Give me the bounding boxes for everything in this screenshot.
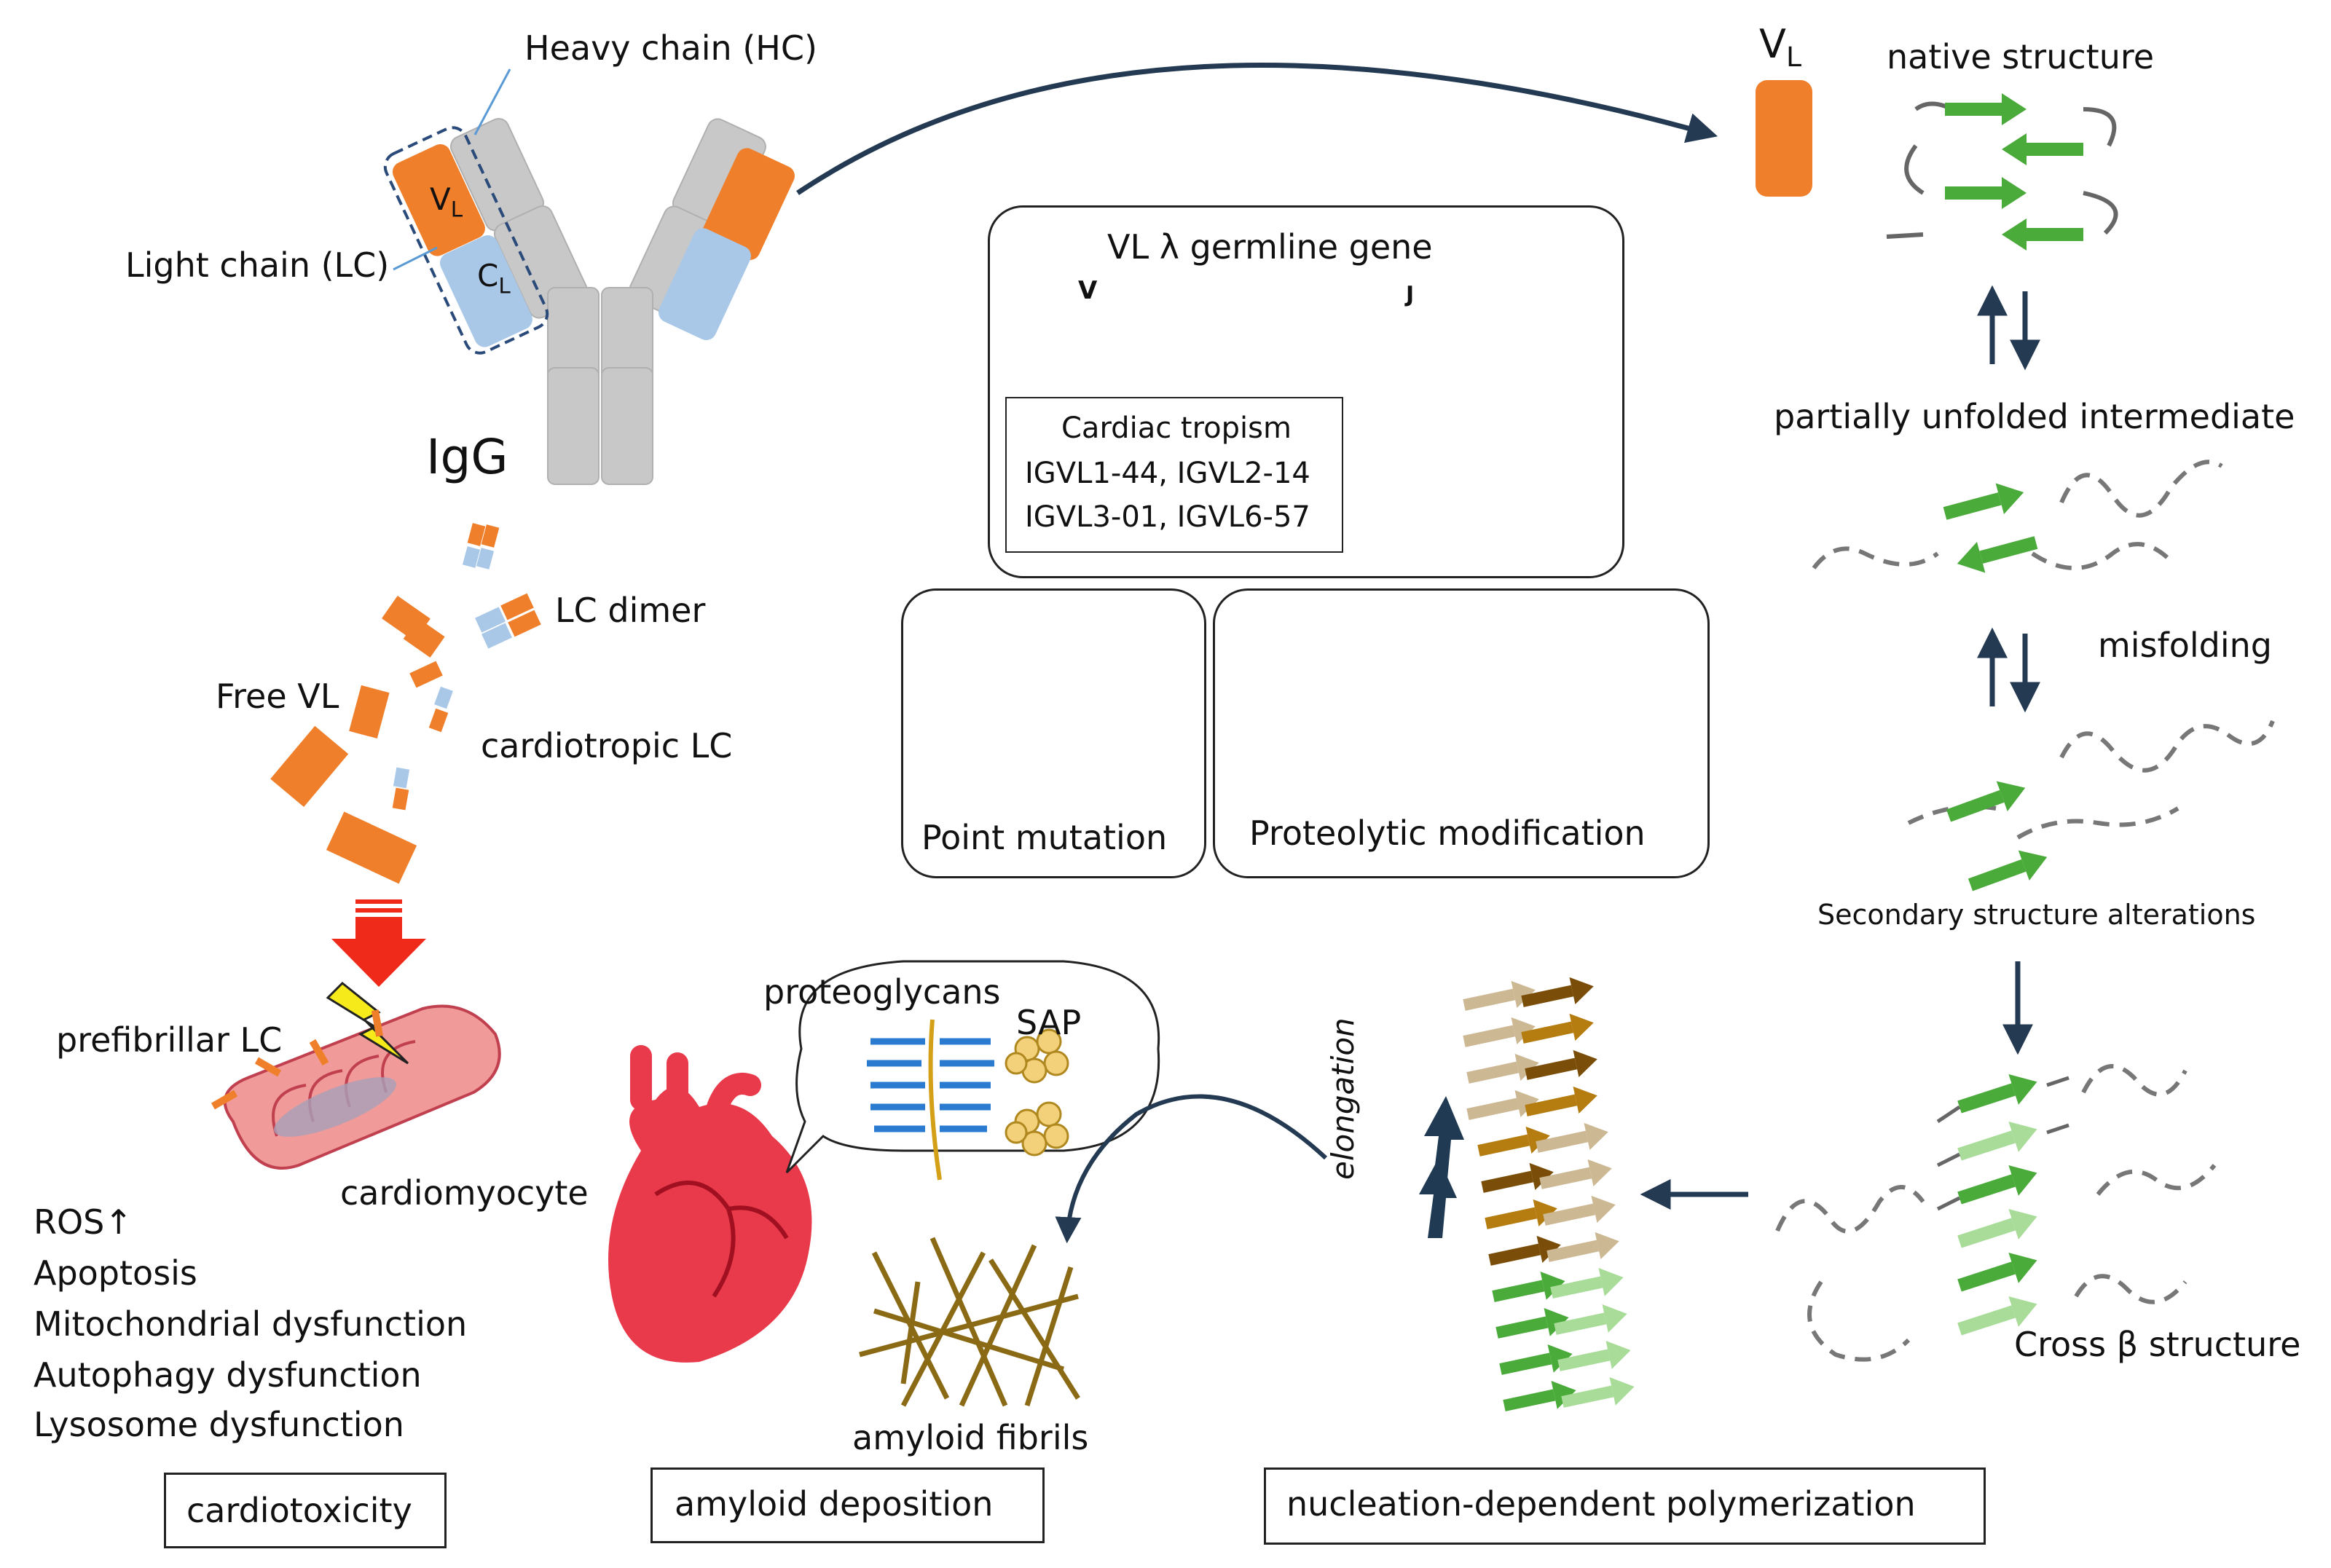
partially-unfolded-structure — [1812, 460, 2223, 580]
fibril-polymer — [1461, 972, 1638, 1420]
native-structure-label: native structure — [1887, 37, 2155, 76]
amyloid-fibrils-icon — [859, 1237, 1080, 1407]
red-down-arrow — [331, 899, 426, 987]
native-structure — [1886, 93, 2118, 251]
proteolytic-label: Proteolytic modification — [1249, 813, 1646, 853]
cross-beta-structure — [1775, 1064, 2217, 1362]
tropism-line1: IGVL1-44, IGVL2-14 — [1025, 457, 1310, 490]
effect-ros: ROS↑ — [34, 1202, 133, 1242]
secondary-structure — [1907, 720, 2275, 900]
cl-domain-left — [439, 235, 532, 347]
igg-molecule — [383, 68, 795, 485]
release-arrow — [796, 63, 1718, 195]
free-vl-label: Free VL — [216, 677, 339, 716]
tropism-line2: IGVL3-01, IGVL6-57 — [1025, 500, 1310, 534]
amyloid-deposition-label: amyloid deposition — [675, 1484, 994, 1524]
elongation-arrows — [1419, 1096, 1464, 1238]
germline-title: VL λ germline gene — [1107, 227, 1433, 267]
proteoglycans-label: proteoglycans — [763, 972, 1001, 1012]
nucleation-box: nucleation-dependent polymerization — [1264, 1467, 1986, 1545]
cardiac-tropism-box: Cardiac tropism IGVL1-44, IGVL2-14 IGVL3… — [1005, 397, 1343, 553]
proteolytic-panel — [1213, 588, 1710, 878]
point-mutation-label: Point mutation — [921, 818, 1168, 857]
nucleation-label: nucleation-dependent polymerization — [1286, 1484, 1916, 1524]
free-light-chains — [270, 523, 541, 884]
effect-autophagy: Autophagy dysfunction — [34, 1355, 422, 1395]
amyloid-fibrils-label: amyloid fibrils — [852, 1418, 1089, 1457]
speech-bubble — [785, 960, 1160, 1174]
deposition-arrow — [1055, 1094, 1328, 1244]
isolated-vl-label: VL — [1759, 21, 1802, 73]
partially-unfolded-label: partially unfolded intermediate — [1774, 397, 2295, 436]
lc-dimer-label: LC dimer — [555, 591, 706, 630]
effect-mitochondrial: Mitochondrial dysfunction — [34, 1304, 468, 1344]
isolated-vl-domain — [1756, 80, 1812, 197]
cardiomyocyte-label: cardiomyocyte — [340, 1173, 589, 1213]
light-chain-label: Light chain (LC) — [125, 245, 390, 285]
cl-domain-right — [658, 228, 751, 341]
cardiotoxicity-label: cardiotoxicity — [186, 1491, 412, 1530]
misfolding-label: misfolding — [2098, 626, 2273, 665]
effect-lysosome: Lysosome dysfunction — [34, 1405, 404, 1444]
proteoglycan-icon — [867, 1019, 994, 1181]
cardiotropic-lc-label: cardiotropic LC — [481, 726, 733, 765]
amyloid-deposition-box: amyloid deposition — [650, 1467, 1045, 1543]
cross-beta-label: Cross β structure — [2014, 1325, 2301, 1364]
vl-label: VL — [430, 181, 463, 222]
prefibrillar-lc-label: prefibrillar LC — [56, 1020, 283, 1060]
cardiomyocyte-icon — [211, 981, 501, 1170]
point-mutation-panel — [901, 588, 1206, 878]
vl-domain-left — [392, 143, 485, 256]
light-chain-outline — [383, 126, 549, 355]
germline-v-mark: V — [1078, 276, 1098, 305]
secondary-structure-label: Secondary structure alterations — [1817, 899, 2256, 931]
cl-label: CL — [477, 258, 511, 299]
heavy-chain-label: Heavy chain (HC) — [524, 28, 817, 68]
igg-label: IgG — [426, 429, 508, 485]
vl-domain-right — [701, 148, 795, 261]
equilibrium-arrows-1 — [1977, 285, 2040, 371]
sap-label: SAP — [1016, 1003, 1082, 1042]
germline-j-mark: J — [1406, 282, 1415, 307]
equilibrium-arrows-2 — [1977, 627, 2040, 713]
elongation-label: elongation — [1325, 1017, 1361, 1180]
tropism-title: Cardiac tropism — [1061, 411, 1292, 445]
cardiotoxicity-box: cardiotoxicity — [164, 1473, 447, 1548]
sap-icon — [1005, 1028, 1069, 1157]
effect-apoptosis: Apoptosis — [34, 1253, 197, 1293]
heart-icon — [608, 1045, 812, 1363]
